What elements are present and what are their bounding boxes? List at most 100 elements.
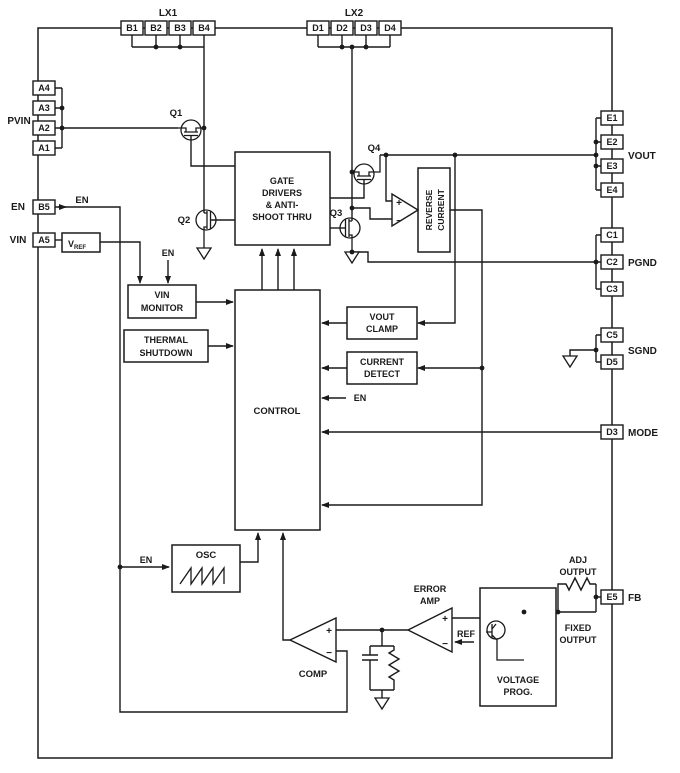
pin-d3-top: [354, 20, 378, 36]
vref-block: [61, 232, 101, 253]
pin-e2-label: E2: [606, 137, 617, 147]
error-amp-line2: AMP: [420, 596, 440, 606]
thermal-shutdown-block: [123, 329, 209, 363]
comparator-minus-sign: −: [396, 216, 402, 227]
pin-a3-label: A3: [38, 103, 50, 113]
labels: LX1 LX2 B1 B2 B3 B4 D1 D2 D3 D4 PVIN A4 …: [7, 8, 658, 697]
wire-osc-to-control: [240, 532, 261, 563]
pin-e4-label: E4: [606, 185, 617, 195]
adj-output-line1: ADJ: [569, 555, 587, 565]
erroramp-plus-sign: +: [442, 614, 448, 625]
pin-b5-label: B5: [38, 202, 50, 212]
control-label: CONTROL: [254, 406, 301, 417]
en-pin-label: EN: [11, 202, 25, 213]
pin-b3: [168, 20, 192, 36]
gate-drivers-line3: & ANTI-: [266, 200, 299, 210]
vout-clamp-line2: CLAMP: [366, 324, 398, 334]
pin-e1: [600, 110, 624, 126]
q2-label: Q2: [178, 215, 191, 226]
current-detect-line2: DETECT: [364, 369, 401, 379]
pin-e3-label: E3: [606, 161, 617, 171]
gate-drivers-line1: GATE: [270, 176, 294, 186]
error-amp-line1: ERROR: [414, 584, 447, 594]
pin-a4: [32, 80, 56, 96]
pin-e4: [600, 182, 624, 198]
en-signal-label: EN: [75, 195, 88, 206]
lx2-label: LX2: [345, 8, 364, 19]
pin-d2: [330, 20, 354, 36]
wire-pgnd-line: [352, 251, 596, 263]
thermal-line1: THERMAL: [144, 335, 188, 345]
wire-vref-to-vinmon: [100, 241, 143, 284]
wire-reverse-to-control: [321, 209, 483, 508]
pin-c3-label: C3: [606, 284, 618, 294]
pin-d3-top-label: D3: [360, 23, 372, 33]
junction-dots: [59, 44, 599, 633]
pin-b1: [120, 20, 144, 36]
lx1-label: LX1: [159, 8, 178, 19]
comparator-plus-sign: +: [396, 198, 402, 209]
arrow-wires: [58, 155, 601, 657]
ref-label: REF: [457, 629, 476, 639]
vin-monitor-line1: VIN: [154, 290, 169, 300]
pin-e1-label: E1: [606, 113, 617, 123]
pin-e5: [600, 589, 624, 605]
gate-drivers-line2: DRIVERS: [262, 188, 302, 198]
adj-output-line2: OUTPUT: [560, 567, 598, 577]
wire-comparator-minus-in: [352, 207, 392, 220]
reverse-current-line1: REVERSE: [424, 189, 434, 230]
q1-label: Q1: [170, 108, 183, 119]
pin-b3-label: B3: [174, 23, 186, 33]
gate-drivers-block: [234, 151, 331, 246]
pin-d3-mode-label: D3: [606, 427, 618, 437]
wire-vout-to-clamp: [417, 155, 456, 326]
vref-label: VREF: [68, 239, 86, 251]
pins: [32, 20, 624, 605]
current-detect-line1: CURRENT: [360, 357, 405, 367]
en-osc-label: EN: [140, 555, 153, 565]
wire-comp-to-control: [280, 532, 290, 641]
transistor-q3: [339, 217, 361, 252]
pin-e2: [600, 134, 624, 150]
wire-q4-gate: [330, 179, 365, 199]
voltage-prog-internals: [486, 620, 524, 661]
comp-label: COMP: [299, 669, 328, 680]
pin-a5-label: A5: [38, 235, 50, 245]
pin-e5-label: E5: [606, 592, 617, 602]
q4-label: Q4: [368, 143, 381, 154]
gate-drivers-line4: SHOOT THRU: [252, 212, 312, 222]
pin-d4-label: D4: [384, 23, 396, 33]
control-block: [234, 289, 321, 531]
vref-sub: REF: [74, 245, 86, 251]
sgnd-label: SGND: [628, 346, 657, 357]
reverse-current-line2: CURRENT: [436, 188, 446, 230]
pin-c2: [600, 254, 624, 270]
pin-b2: [144, 20, 168, 36]
osc-label: OSC: [196, 550, 217, 561]
wire-comparator-plus-in: [385, 155, 392, 202]
vin-monitor-block: [127, 284, 197, 319]
current-detect-block: [346, 351, 418, 385]
pin-a4-label: A4: [38, 83, 50, 93]
osc-block: [171, 544, 241, 593]
wire-pvin-stubs: [55, 87, 62, 149]
pin-a2: [32, 120, 56, 136]
pin-c5: [600, 327, 624, 343]
q3-label: Q3: [330, 208, 343, 219]
pin-a1: [32, 140, 56, 156]
pin-b4: [192, 20, 216, 36]
thermal-line2: SHUTDOWN: [140, 348, 193, 358]
erroramp-minus-sign: −: [442, 639, 448, 650]
vin-monitor-line2: MONITOR: [141, 303, 184, 313]
ground-symbol-comp: [373, 697, 391, 711]
pin-b4-label: B4: [198, 23, 210, 33]
pin-b5: [32, 199, 56, 215]
pin-e3: [600, 158, 624, 174]
vout-label: VOUT: [628, 151, 656, 162]
reverse-current-comparator: [391, 192, 420, 228]
fb-label: FB: [628, 593, 641, 604]
pin-d3-mode: [600, 424, 624, 440]
vout-clamp-block: [346, 306, 418, 340]
